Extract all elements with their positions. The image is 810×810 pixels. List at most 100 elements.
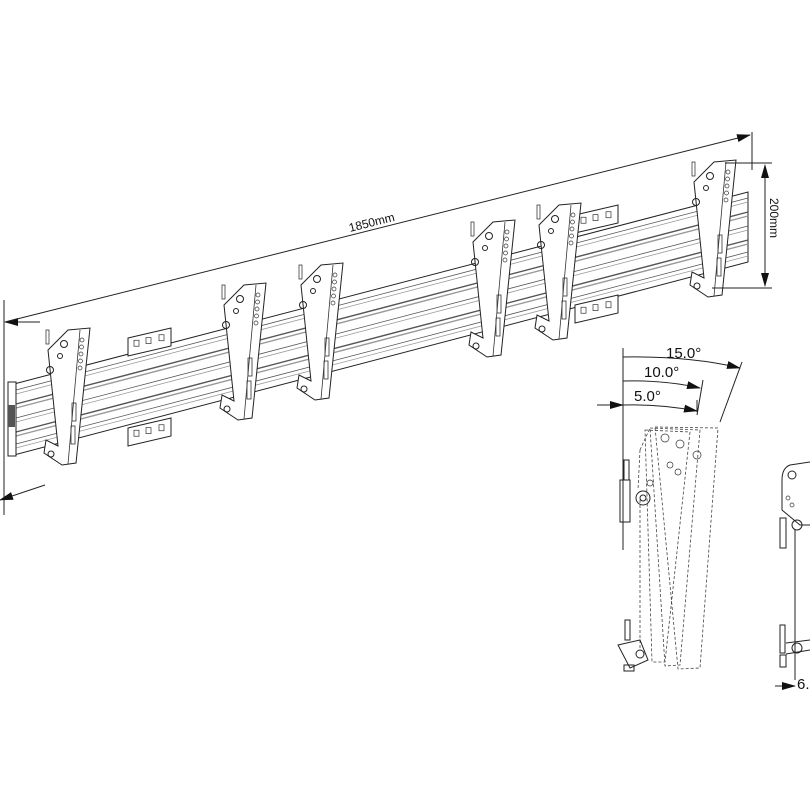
plate-hole (133, 339, 140, 347)
bracket-hole (255, 299, 260, 305)
bracket-slot (717, 234, 723, 254)
bracket-knob (222, 321, 230, 329)
bracket-hole (254, 313, 259, 319)
tilt-angle-diagram: 15.0° 10.0° 5.0° (597, 345, 743, 672)
wall-rail (7, 191, 749, 457)
bracket-slot (246, 380, 252, 400)
bracket-hole (77, 365, 83, 371)
bracket-slot (324, 337, 330, 357)
bracket-hole (332, 272, 338, 278)
rail-groove (15, 251, 749, 445)
bracket-screw (485, 232, 493, 240)
tilt-bracket (296, 262, 344, 401)
rail-groove (15, 197, 749, 391)
tilt-brackets (43, 159, 737, 466)
bracket-screw (60, 340, 68, 348)
height-dimension: 200mm (712, 162, 781, 289)
length-label: 1850mm (347, 210, 396, 235)
bracket-screw (551, 215, 559, 223)
bracket-hole (502, 257, 508, 263)
plate-hole (605, 301, 612, 309)
bracket-hole (569, 233, 574, 239)
bracket-knob (223, 405, 231, 413)
bracket-screw (236, 295, 244, 303)
bracket-hole (331, 293, 336, 299)
bracket-hole (255, 292, 261, 298)
bracket-body (468, 219, 516, 358)
bracket-hole (79, 344, 84, 350)
bracket-hole (253, 320, 259, 326)
bracket-hole (723, 197, 729, 203)
bracket-slot (71, 402, 77, 422)
plate-hole (605, 211, 612, 219)
wall-plates (127, 204, 619, 447)
wall-plate (127, 327, 172, 447)
bracket-knob (472, 342, 480, 350)
bracket-knob (46, 366, 54, 374)
bracket-pin (691, 161, 696, 177)
bracket-knob (47, 450, 55, 458)
bracket-knob (299, 301, 307, 309)
bracket-hole (503, 250, 508, 256)
bracket-screw (706, 172, 714, 180)
rail-groove (15, 243, 749, 437)
bracket-hole (569, 226, 575, 232)
bracket-hole (504, 236, 509, 242)
bracket-pin (45, 329, 50, 345)
plate-hole (145, 427, 152, 434)
bracket-body (296, 262, 344, 401)
tilt-10-label: 10.0° (644, 364, 679, 381)
bracket-slot (562, 277, 568, 297)
bracket-hole (724, 183, 730, 189)
offset-label: 6. (797, 676, 810, 693)
bracket-slot (247, 357, 253, 377)
rail-groove (15, 201, 749, 395)
plate-hole (592, 214, 599, 221)
bracket-pin (470, 221, 475, 237)
bracket-knob (537, 241, 545, 249)
bracket-body (689, 159, 737, 298)
bracket-body (43, 327, 91, 466)
bracket-hole (570, 219, 575, 225)
rail-groove (15, 225, 749, 419)
bracket-hole (725, 176, 730, 182)
rail-groove (15, 229, 749, 423)
tilt-15-label: 15.0° (666, 345, 701, 362)
bracket-hole (330, 300, 336, 306)
bracket-hole (331, 286, 337, 292)
tilt-bracket (219, 282, 267, 421)
bracket-pin (536, 204, 541, 220)
plate-hole (580, 306, 587, 314)
bracket-knob (693, 282, 701, 290)
bracket-hole (570, 212, 576, 218)
bracket-pin (298, 264, 303, 280)
bracket-slot (716, 257, 722, 277)
bracket-hole (504, 229, 510, 235)
bracket-slot (323, 360, 329, 380)
bracket-body (219, 282, 267, 421)
bracket-pin (221, 284, 226, 300)
bracket-hole (254, 306, 260, 312)
plate-hole (158, 424, 165, 432)
bracket-hole (78, 358, 83, 364)
rail-groove (15, 255, 749, 449)
plate-hole (158, 334, 165, 342)
rail-groove (15, 239, 749, 433)
bracket-hole (78, 351, 84, 357)
tilt-bracket (468, 219, 516, 358)
plate-hole (145, 337, 152, 344)
bracket-hole (332, 279, 337, 285)
side-bracket-partial: 6. (775, 461, 810, 693)
plate-hole (592, 304, 599, 311)
bracket-hole (79, 337, 85, 343)
rail-groove (15, 211, 749, 405)
bracket-hole (724, 190, 729, 196)
plate-hole (580, 216, 587, 224)
bracket-slot (561, 300, 567, 320)
tilt-bracket (534, 202, 582, 341)
bracket-hole (503, 243, 509, 249)
bracket-slot (495, 317, 501, 337)
bracket-hole (568, 240, 574, 246)
bracket-knob (692, 198, 700, 206)
